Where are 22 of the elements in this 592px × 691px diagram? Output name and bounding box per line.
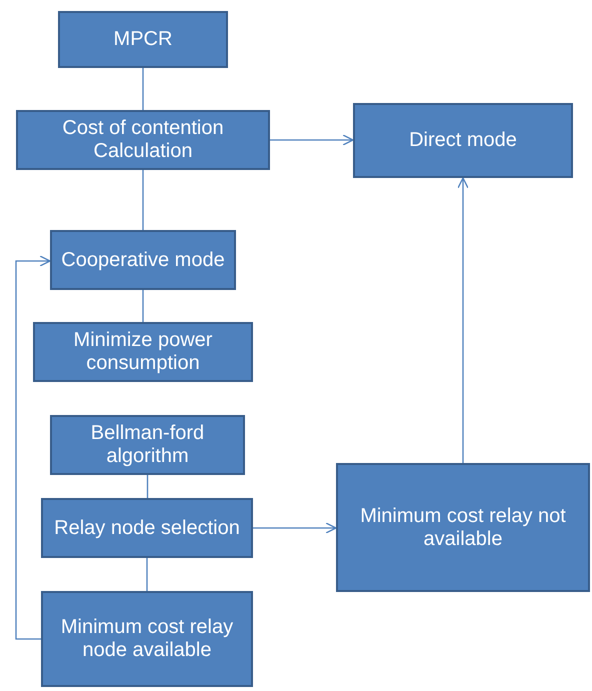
connector-arrow [15,255,51,640]
process-box [50,230,236,290]
box-label: Relay node selection [54,516,240,540]
box-label: Minimum cost relay node available [60,616,234,662]
connector-arrow [270,134,354,146]
process-box [336,463,590,592]
box-label: Direct mode [409,129,517,152]
connector-arrow [253,522,337,534]
process-box [41,498,253,558]
box-label: Cooperative mode [61,248,225,272]
process-box [41,591,253,687]
connector-arrow [457,177,469,463]
box-label: Minimum cost relay not available [359,504,567,550]
box-label: Cost of contention Calculation [61,117,225,163]
process-box [353,103,573,178]
process-box [58,11,228,68]
process-box [33,322,253,382]
process-box [16,110,270,170]
box-label: Minimize power consumption [72,329,214,375]
box-label: MPCR [114,28,172,51]
process-box [50,415,245,475]
box-label: Bellman-ford algorithm [90,422,206,468]
